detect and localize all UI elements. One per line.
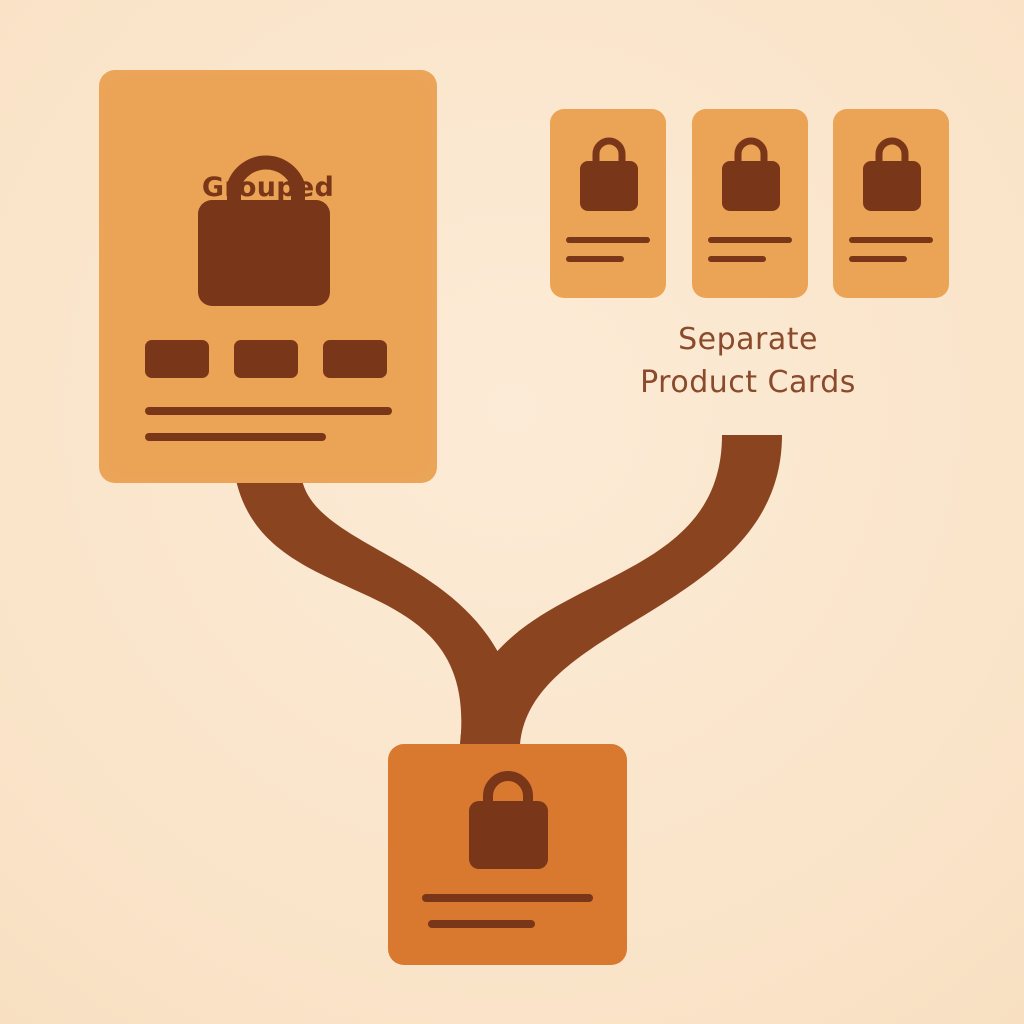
text-line-long [422, 894, 593, 902]
combined-card-art [422, 771, 593, 928]
grouped-product-card: Grouped [99, 70, 437, 483]
shopping-bag-icon [469, 771, 548, 869]
shopping-bag-icon [863, 137, 921, 211]
grouped-card-art [145, 155, 392, 441]
variant-swatch-1 [145, 340, 209, 378]
text-line-short [428, 920, 535, 928]
shopping-bag-icon [580, 137, 638, 211]
combined-product-card [388, 744, 627, 965]
small-card-art [566, 137, 650, 262]
shopping-bag-icon [198, 155, 330, 306]
separate-product-card [692, 109, 808, 298]
small-card-art [708, 137, 792, 262]
shopping-bag-icon [722, 137, 780, 211]
connector-right-branch [460, 435, 782, 745]
text-line-long [145, 407, 392, 415]
grouped-title: Grouped [201, 172, 335, 203]
separate-product-card [833, 109, 949, 298]
variant-swatch-2 [234, 340, 298, 378]
variant-swatch-3 [323, 340, 387, 378]
connector-left-branch [236, 480, 520, 745]
text-line-short [145, 433, 326, 441]
small-card-art [849, 137, 933, 262]
caption-line-1: Separate [678, 322, 818, 357]
separate-cards-caption: Separate Product Cards [608, 318, 888, 404]
caption-line-2: Product Cards [640, 365, 856, 400]
separate-product-card [550, 109, 666, 298]
